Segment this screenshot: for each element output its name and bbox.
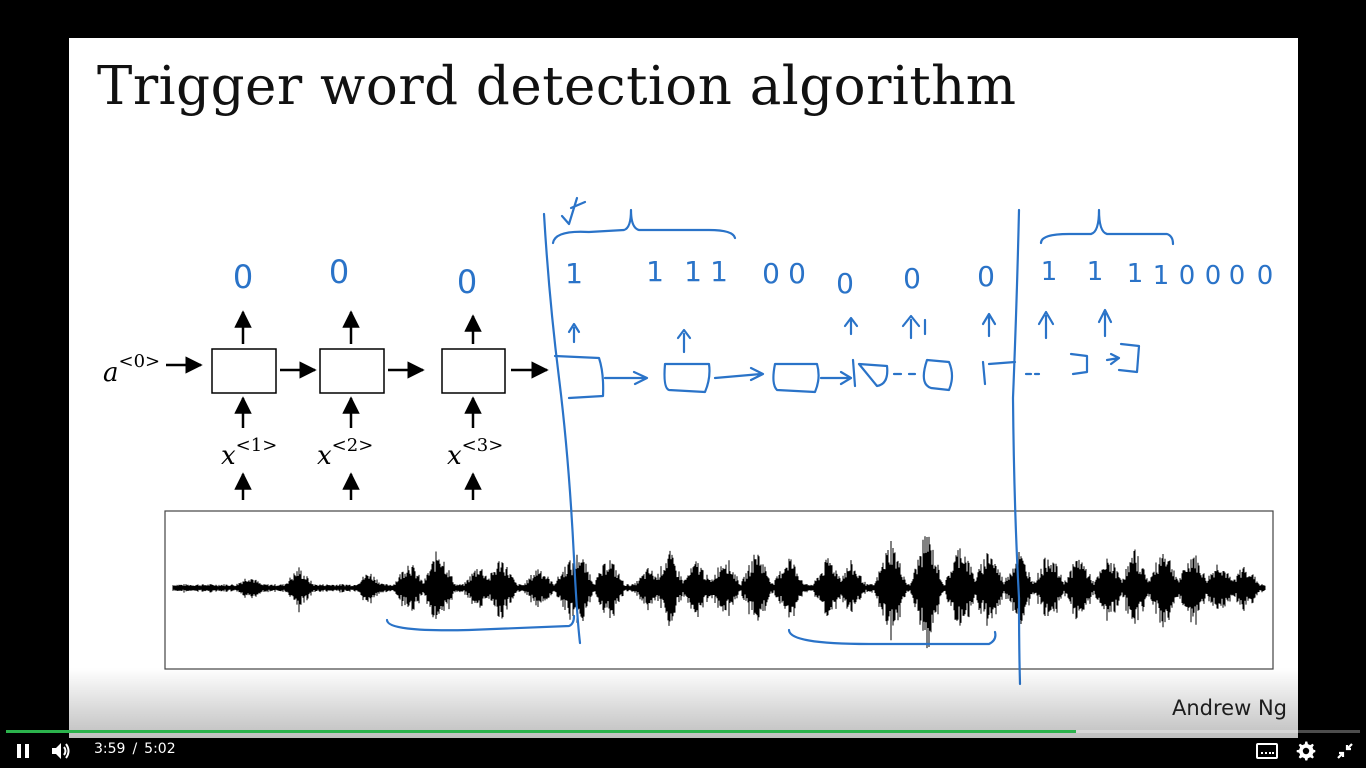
up-hw-1 (567, 322, 581, 344)
arrow-hw-4 (1105, 352, 1121, 366)
up-hw-6 (1037, 310, 1055, 340)
progress-bar[interactable] (6, 730, 1360, 733)
exit-fullscreen-icon (1337, 743, 1353, 759)
time-display: 3:59 / 5:02 (94, 741, 176, 757)
segment2-output-6: 0 (1205, 261, 1222, 291)
cell-hw-5 (922, 358, 954, 392)
progress-fill (6, 730, 1076, 733)
time-separator: / (132, 741, 138, 757)
cell-hw-4 (851, 358, 889, 388)
brace-2 (1039, 208, 1175, 246)
duration: 5:02 (144, 741, 176, 757)
segment2-output-3: 1 (1127, 259, 1144, 289)
slide-title: Trigger word detection algorithm (97, 56, 1017, 117)
input-label-1: x<1> (221, 435, 277, 471)
cell-hw-2 (663, 362, 711, 394)
rnn-cell-3 (441, 348, 506, 394)
cell-hw-6 (981, 360, 1017, 386)
divider-line-2 (1011, 208, 1022, 686)
arrow-hw-1 (603, 370, 649, 386)
video-controls: 3:59 / 5:02 (0, 728, 1366, 768)
up-hw-2 (676, 328, 692, 354)
settings-button[interactable] (1294, 738, 1318, 764)
up-hw-7 (1097, 308, 1113, 338)
lecture-slide: Trigger word detection algorithm a<0> x<… (69, 38, 1298, 738)
segment1-output-4: 1 (710, 255, 728, 288)
arrow-hw-3 (819, 370, 853, 386)
early-output-2: 0 (329, 253, 349, 291)
up-hw-3 (843, 316, 859, 336)
segment2-output-8: 0 (1257, 261, 1274, 291)
segment1-output-1: 1 (565, 257, 583, 290)
segment2-output-7: 0 (1229, 261, 1246, 291)
check-mark (560, 196, 587, 226)
audio-waveform (172, 536, 1266, 649)
rnn-cell-2 (319, 348, 385, 394)
captions-icon (1256, 743, 1278, 759)
pause-button[interactable] (12, 738, 34, 764)
divider-line-1 (542, 212, 582, 645)
exit-fullscreen-button[interactable] (1334, 738, 1356, 764)
cell-hw-8 (1117, 342, 1141, 374)
up-hw-4 (901, 314, 927, 340)
initial-activation-label: a<0> (103, 351, 160, 388)
segment1-output-8: 0 (903, 262, 921, 295)
captions-button[interactable] (1254, 738, 1280, 764)
segment1-output-2: 1 (646, 255, 664, 288)
settings-icon (1296, 741, 1316, 761)
segment2-output-4: 1 (1153, 261, 1170, 291)
pause-icon (17, 744, 29, 758)
segment2-output-5: 0 (1179, 261, 1196, 291)
underline-2 (787, 628, 997, 646)
segment1-output-6: 0 (788, 257, 806, 290)
cell-hw-7 (1069, 352, 1089, 376)
segment1-output-3: 1 (684, 255, 702, 288)
input-label-3: x<3> (447, 435, 503, 471)
segment1-output-7: 0 (836, 267, 854, 300)
brace-1 (551, 208, 737, 245)
early-output-3: 0 (457, 263, 477, 301)
cell-hw-3 (772, 362, 820, 394)
volume-button[interactable] (48, 738, 74, 764)
segment1-output-9: 0 (977, 260, 995, 293)
volume-icon (52, 743, 70, 759)
handwritten-annotations (385, 196, 1175, 686)
current-time: 3:59 (94, 741, 126, 757)
up-hw-5 (981, 312, 997, 338)
early-output-1: 0 (233, 258, 253, 296)
cell-hw-1 (553, 354, 605, 400)
input-label-2: x<2> (317, 435, 373, 471)
segment1-output-5: 0 (762, 257, 780, 290)
segment2-output-1: 1 (1041, 257, 1058, 287)
underline-1 (385, 614, 576, 632)
rnn-cell-1 (211, 348, 277, 394)
author-credit: Andrew Ng (1172, 696, 1287, 720)
arrow-hw-2 (713, 366, 765, 382)
segment2-output-2: 1 (1087, 257, 1104, 287)
